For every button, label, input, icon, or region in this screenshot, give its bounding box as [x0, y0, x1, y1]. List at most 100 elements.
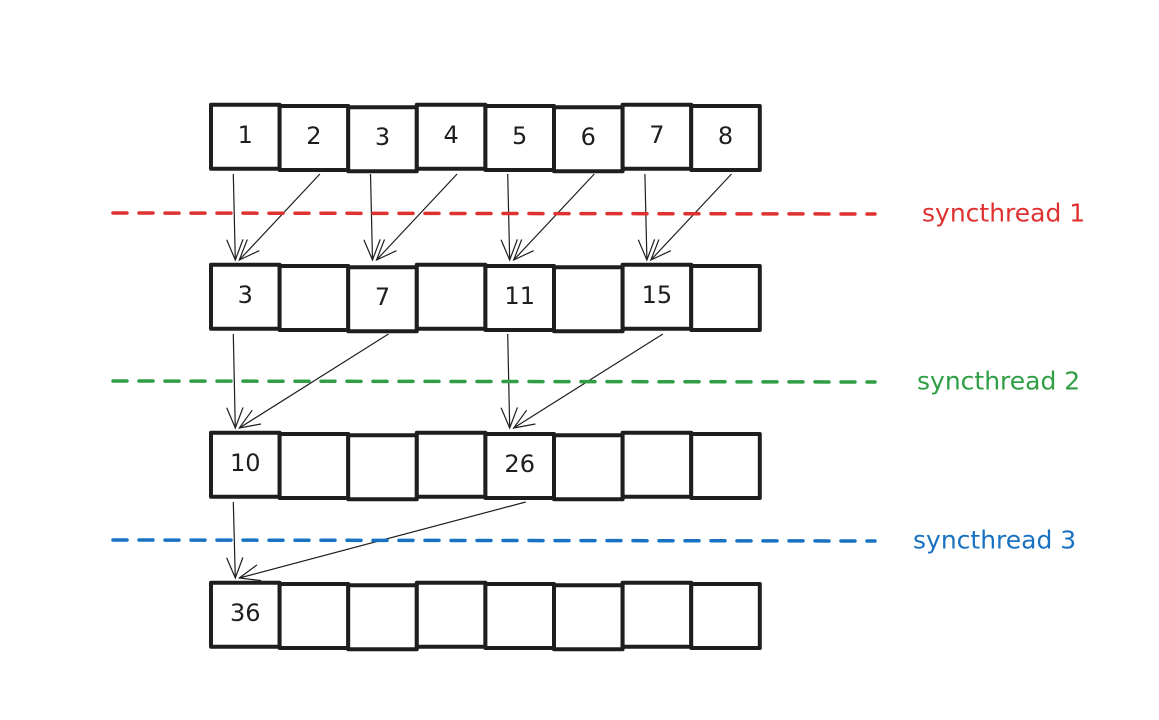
barrier-label: syncthread 1 [922, 199, 1085, 228]
array-cell: 26 [483, 432, 556, 500]
cell-value: 7 [649, 121, 664, 149]
cell-value: 15 [642, 281, 673, 309]
arrow-head-icon [237, 409, 262, 429]
cell-box [620, 430, 694, 499]
arrow-head-icon [237, 564, 262, 582]
cell-box [483, 582, 556, 650]
cell-box [689, 432, 762, 500]
array-cell [620, 580, 694, 649]
arrow [512, 173, 595, 262]
cell-value: 10 [230, 449, 261, 477]
barrier-label: syncthread 3 [913, 526, 1076, 555]
arrow-shaft [232, 173, 236, 261]
arrow-head-icon [226, 407, 244, 430]
array-cell [277, 432, 351, 500]
array-cell: 1 [209, 102, 282, 171]
array-cell: 4 [414, 102, 488, 171]
array-cell [552, 583, 625, 652]
arrow [637, 173, 656, 262]
cell-value: 3 [375, 123, 390, 151]
cell-box [414, 262, 488, 331]
arrow-head-icon [500, 239, 518, 262]
barrier-2: syncthread 2 [111, 367, 1080, 396]
arrow [375, 173, 458, 262]
barrier-dashed-line [111, 538, 877, 543]
arrow-head-icon [500, 407, 518, 430]
array-cell [346, 433, 419, 502]
cell-value: 5 [512, 122, 527, 150]
arrow [238, 173, 321, 262]
array-cell [689, 432, 762, 500]
arrow-shaft [369, 173, 374, 261]
array-row-after-step-3: 36 [209, 580, 762, 652]
array-row-after-step-1: 3 7 11 15 [209, 262, 762, 334]
arrow [500, 173, 518, 262]
cell-box [620, 102, 694, 171]
cell-box [414, 430, 488, 499]
cell-box [209, 580, 282, 649]
arrow-shaft [507, 173, 511, 261]
array-cell: 7 [346, 265, 419, 334]
arrow-shaft [238, 173, 321, 261]
cell-box [483, 264, 556, 332]
cell-box [689, 264, 762, 332]
arrow [226, 333, 244, 430]
array-cell [552, 265, 625, 334]
array-cell: 15 [620, 262, 694, 331]
arrow-head-icon [375, 239, 397, 262]
cell-box [552, 583, 625, 652]
cell-box [483, 104, 556, 172]
arrow-shaft [238, 333, 389, 429]
cell-box [689, 582, 762, 650]
array-cell [689, 582, 762, 650]
cell-value: 11 [504, 282, 535, 310]
cell-box [620, 262, 694, 331]
barriers-layer: syncthread 1 syncthread 2 syncthread 3 [111, 199, 1085, 555]
cell-value: 36 [230, 599, 261, 627]
array-cell: 5 [483, 104, 556, 172]
arrow [237, 333, 389, 429]
cell-box [277, 264, 351, 332]
cell-value: 3 [238, 281, 253, 309]
cell-value: 6 [581, 123, 596, 151]
arrow-shaft [644, 173, 648, 261]
cell-box [552, 433, 625, 502]
array-cell [552, 433, 625, 502]
array-cell: 3 [209, 262, 282, 331]
array-cell: 8 [689, 104, 762, 172]
array-cell [277, 582, 351, 650]
cell-box [689, 104, 762, 172]
cell-box [346, 265, 419, 334]
cell-value: 1 [238, 121, 253, 149]
arrow-head-icon [238, 239, 260, 262]
array-row-after-step-2: 10 26 [209, 430, 762, 502]
arrow [226, 173, 244, 262]
arrow-head-icon [226, 557, 244, 580]
cell-box [277, 582, 351, 650]
arrow-head-icon [363, 239, 381, 262]
cell-value: 8 [718, 122, 733, 150]
array-cell: 6 [552, 105, 625, 174]
cell-value: 7 [375, 283, 390, 311]
cell-box [346, 583, 419, 652]
cell-box [209, 262, 282, 331]
arrow-head-icon [512, 239, 534, 262]
cell-box [346, 433, 419, 502]
arrow-head-icon [637, 239, 656, 262]
barrier-dashed-line [111, 379, 877, 384]
array-cell [277, 264, 351, 332]
array-cell: 10 [209, 430, 282, 499]
arrow-head-icon [226, 239, 244, 262]
barrier-3: syncthread 3 [111, 526, 1076, 555]
arrow-shaft [232, 501, 236, 579]
array-cell [414, 262, 488, 331]
cell-value: 26 [504, 450, 535, 478]
arrows-layer [226, 173, 732, 582]
array-cell [620, 430, 694, 499]
cell-box [414, 580, 488, 649]
array-cell: 11 [483, 264, 556, 332]
array-cell: 36 [209, 580, 282, 649]
arrow-head-icon [512, 409, 536, 429]
